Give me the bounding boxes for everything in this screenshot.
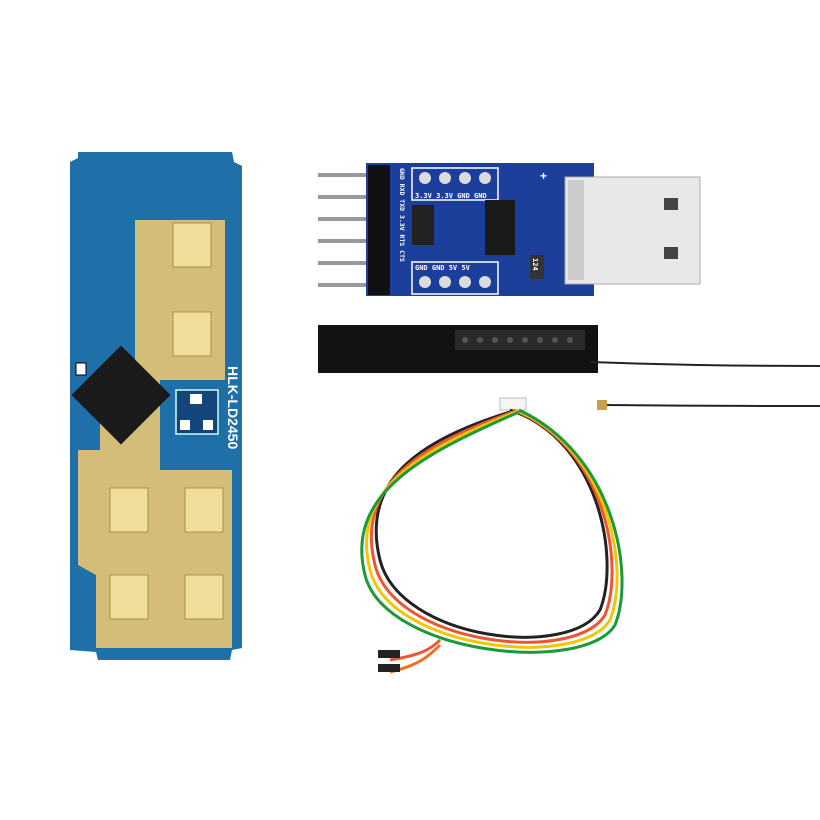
bottom-pin-labels: GND GND 5V 5V [415, 264, 471, 272]
dupont-cable [360, 397, 624, 674]
top-pin-labels: 3.3V 3.3V GND GND [415, 192, 487, 200]
plus-mark: + [540, 169, 547, 183]
radar-model-label: HLK-LD2450 [225, 366, 241, 449]
header-pin-labels: GND RXD TXD 3.3V RTS CTS [398, 168, 406, 262]
resistor-code: 124 [531, 258, 539, 271]
pcb-antenna [318, 325, 820, 410]
usb-connector [564, 176, 701, 285]
radar-module-board: HLK-LD2450 [70, 152, 242, 660]
usb-ttl-adapter: 3.3V 3.3V GND GND GND GND 5V 5V GND RXD … [318, 163, 701, 296]
